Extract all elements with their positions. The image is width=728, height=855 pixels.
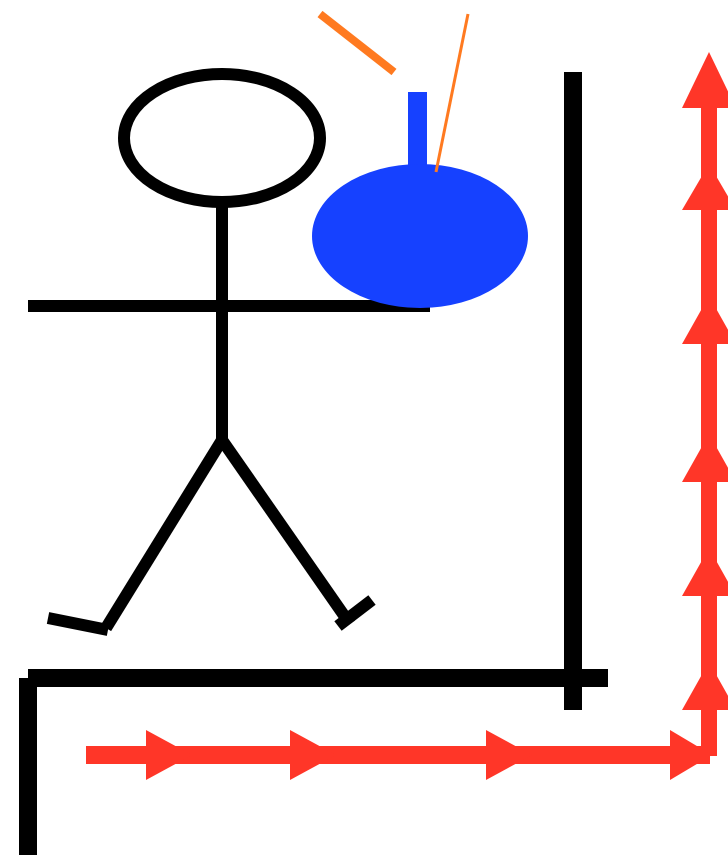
arrow-right-3 bbox=[486, 730, 532, 780]
walls bbox=[28, 72, 608, 855]
right-leg bbox=[222, 440, 350, 624]
arrow-right-2 bbox=[290, 730, 336, 780]
bomb-body bbox=[312, 164, 528, 308]
spark-line-long bbox=[436, 14, 468, 172]
spark-line-short bbox=[320, 14, 394, 72]
arrow-up-2 bbox=[682, 164, 728, 210]
stick-figure bbox=[28, 74, 430, 630]
arrow-up-6 bbox=[682, 662, 728, 710]
head bbox=[124, 74, 320, 202]
arrow-up-1 bbox=[682, 52, 728, 108]
arrow-right-1 bbox=[146, 730, 192, 780]
bomb bbox=[312, 14, 528, 308]
arrow-up-3 bbox=[682, 296, 728, 344]
arrow-up-4 bbox=[682, 434, 728, 482]
left-foot bbox=[48, 618, 108, 630]
arrow-up-5 bbox=[682, 548, 728, 596]
left-leg bbox=[106, 440, 222, 628]
